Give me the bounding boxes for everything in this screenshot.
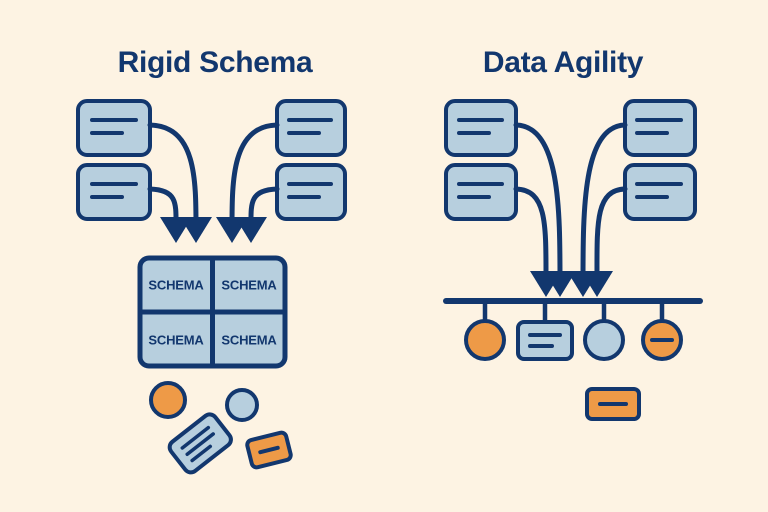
schema-grid xyxy=(137,255,288,369)
left-doc-top-right xyxy=(275,99,347,157)
right-convergence-arrows xyxy=(513,122,628,297)
right-panel-group xyxy=(443,99,703,421)
free-orange-card xyxy=(585,387,641,421)
arrow-1 xyxy=(147,122,212,243)
right-doc-top-right xyxy=(623,99,697,157)
arrow-3 xyxy=(567,122,628,297)
arrow-2 xyxy=(513,186,563,297)
left-doc-top-left xyxy=(76,99,152,157)
schema-cell-label-1: SCHEMA xyxy=(148,277,204,293)
schema-cell-label-2: SCHEMA xyxy=(221,277,277,293)
bus-attached-items xyxy=(464,319,683,361)
rejected-tilted-orange-card xyxy=(245,430,293,470)
arrow-4 xyxy=(234,186,280,243)
rejected-blue-circle xyxy=(225,388,259,422)
attached-orange-circle-line xyxy=(641,319,683,361)
right-doc-bottom-right xyxy=(623,163,697,221)
schema-cell-label-4: SCHEMA xyxy=(221,332,277,348)
page-title-left: Rigid Schema xyxy=(117,46,313,79)
left-convergence-arrows xyxy=(147,122,280,243)
arrow-3 xyxy=(216,122,280,243)
right-doc-top-left xyxy=(444,99,518,157)
right-doc-bottom-left xyxy=(444,163,518,221)
attached-orange-circle xyxy=(464,319,506,361)
left-rejected-shapes xyxy=(149,381,293,475)
arrow-2 xyxy=(147,186,193,243)
page-title-right: Data Agility xyxy=(482,46,644,79)
left-panel-group xyxy=(76,99,347,475)
flexible-bus-bar xyxy=(443,298,703,322)
left-doc-bottom-right xyxy=(275,163,347,221)
rejected-tilted-blue-card xyxy=(167,412,233,475)
attached-blue-circle xyxy=(583,319,625,361)
rejected-orange-circle xyxy=(149,381,187,419)
left-doc-bottom-left xyxy=(76,163,152,221)
attached-blue-card xyxy=(516,320,574,361)
schema-cell-label-3: SCHEMA xyxy=(148,332,204,348)
arrow-1 xyxy=(513,122,576,297)
arrow-4 xyxy=(580,186,628,297)
